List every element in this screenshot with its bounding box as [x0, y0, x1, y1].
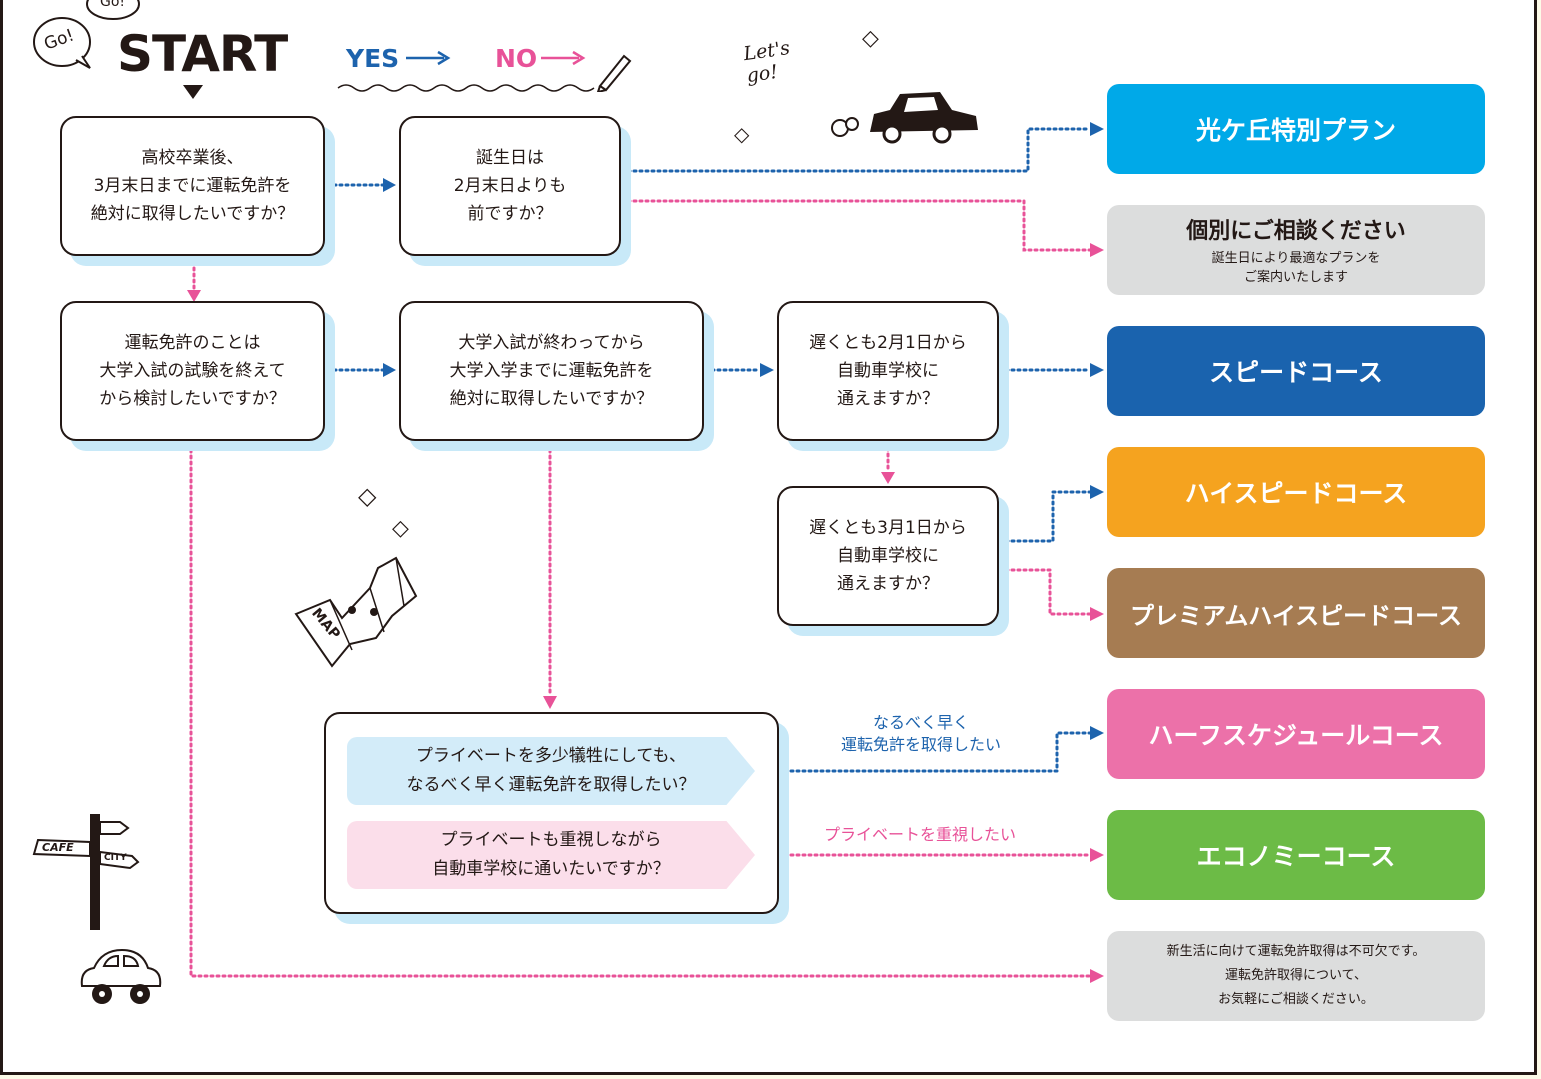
yes-line-q2-special	[620, 127, 1092, 173]
result-premium-course-label: プレミアムハイスピードコース	[1130, 601, 1462, 630]
sparkle-icon: ◇	[358, 482, 377, 510]
sparkle-icon: ◇	[734, 122, 750, 146]
arrowhead	[383, 363, 396, 377]
result-half-schedule-course-label: ハーフスケジュールコース	[1148, 721, 1444, 750]
no-line-q2-consult	[620, 199, 1092, 252]
wavy-underline-icon	[336, 80, 596, 99]
pencil-icon	[594, 48, 634, 96]
sparkle-icon: ◇	[392, 516, 409, 541]
sign-cafe-label: CAFE	[42, 841, 74, 854]
result-final-note: 新生活に向けて運転免許取得は不可欠です。 運転免許取得について、 お気軽にご相談…	[1107, 931, 1485, 1021]
arrowhead	[1090, 848, 1104, 862]
result-final-note-text: 新生活に向けて運転免許取得は不可欠です。 運転免許取得について、 お気軽にご相談…	[1166, 944, 1426, 1007]
result-special-plan-label: 光ケ丘特別プラン	[1195, 116, 1396, 145]
car-icon	[830, 88, 980, 152]
question-after-exam: 運転免許のことは 大学入試の試験を終えて から検討したいですか？	[60, 301, 325, 441]
start-title: START	[117, 25, 288, 83]
start-triangle-icon	[183, 85, 203, 99]
arrowhead	[187, 290, 201, 302]
arrowhead	[1090, 726, 1104, 740]
result-half-schedule-course[interactable]: ハーフスケジュールコース	[1107, 689, 1485, 779]
result-premium-course[interactable]: プレミアムハイスピードコース	[1107, 568, 1485, 658]
arrowhead	[760, 363, 774, 377]
result-high-speed-course-label: ハイスピードコース	[1184, 479, 1408, 508]
yes-line-choice-half	[753, 731, 1092, 773]
question-before-university: 大学入試が終わってから 大学入学までに運転免許を 絶対に取得したいですか？	[399, 301, 704, 441]
legend-no-arrow-icon	[539, 48, 587, 72]
sparkle-icon: ◇	[862, 26, 879, 51]
result-consult[interactable]: 個別にご相談ください 誕生日により最適なプランを ご案内いたします	[1107, 205, 1485, 295]
go-bubble-small-text: Go!	[100, 0, 126, 10]
signpost-icon: CAFE CITY	[32, 810, 142, 932]
result-high-speed-course[interactable]: ハイスピードコース	[1107, 447, 1485, 537]
result-speed-course[interactable]: スピードコース	[1107, 326, 1485, 416]
sign-city-label: CITY	[104, 853, 127, 863]
arrowhead	[1090, 969, 1104, 983]
arrowhead	[881, 472, 895, 484]
option-no: プライベートも重視しながら 自動車学校に通いたいですか？	[347, 821, 755, 889]
arrowhead	[543, 696, 557, 709]
question-birthday: 誕生日は 2月末日よりも 前ですか？	[399, 116, 621, 256]
result-special-plan[interactable]: 光ケ丘特別プラン	[1107, 84, 1485, 174]
no-line-q3-final	[189, 442, 1092, 978]
yes-line-q6-highspeed	[998, 490, 1092, 543]
no-line-q6-premium	[998, 568, 1092, 616]
result-economy-course[interactable]: エコノミーコース	[1107, 810, 1485, 900]
question-feb-start: 遅くとも2月1日から 自動車学校に 通えますか？	[777, 301, 999, 441]
arrowhead	[1090, 363, 1104, 377]
legend-yes: YES	[346, 44, 400, 73]
go-bubble-icon: Go!	[28, 12, 98, 70]
option-yes: プライベートを多少犠牲にしても、 なるべく早く運転免許を取得したい？	[347, 737, 755, 805]
arrowhead	[1090, 607, 1104, 621]
arrowhead	[1090, 485, 1104, 499]
question-graduation: 高校卒業後、 3月末日までに運転免許を 絶対に取得したいですか？	[60, 116, 325, 256]
map-icon: MAP	[292, 548, 422, 674]
legend-no: NO	[495, 44, 538, 73]
result-economy-course-label: エコノミーコース	[1196, 842, 1396, 871]
arrowhead	[1090, 243, 1104, 257]
result-consult-sub: 誕生日により最適なプランを ご案内いたします	[1211, 251, 1381, 285]
legend-yes-arrow-icon	[404, 48, 452, 72]
car-small-icon	[78, 946, 164, 1012]
arrowhead	[383, 178, 396, 192]
question-mar-start: 遅くとも3月1日から 自動車学校に 通えますか？	[777, 486, 999, 626]
result-speed-course-label: スピードコース	[1209, 358, 1383, 387]
go-bubble-small-icon: Go!	[84, 0, 142, 22]
result-consult-title: 個別にご相談ください	[1186, 219, 1406, 244]
lets-go-text: Let's go!	[742, 36, 792, 88]
arrowhead	[1090, 122, 1104, 136]
label-no: プライベートを重視したい	[823, 825, 1016, 844]
label-yes: なるべく早く 運転免許を取得したい	[840, 713, 1001, 754]
